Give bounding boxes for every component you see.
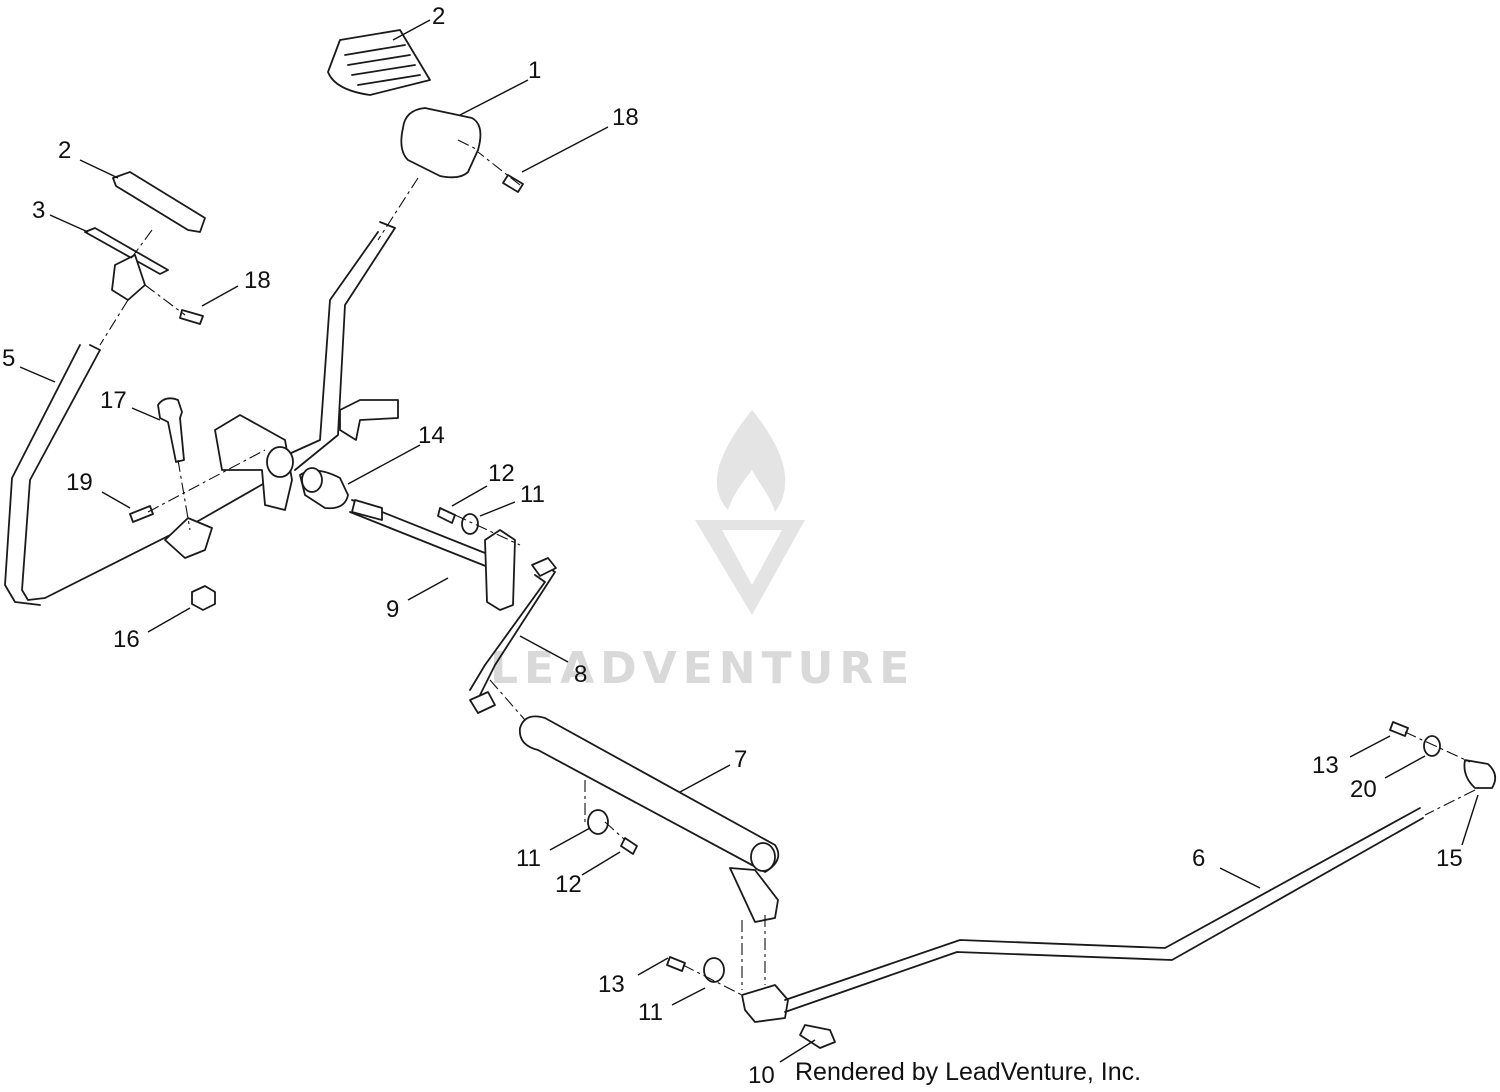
watermark-flame-icon <box>716 410 786 512</box>
part-9-arm-plate[interactable] <box>484 529 516 611</box>
part-7-cross-tube[interactable] <box>518 715 780 873</box>
part-13-clip-lower[interactable] <box>666 956 686 972</box>
callout-13-right[interactable]: 13 <box>1312 752 1339 779</box>
callout-7[interactable]: 7 <box>734 746 747 773</box>
callout-19[interactable]: 19 <box>66 469 93 496</box>
part-2-pedal-pad-top[interactable] <box>327 29 431 96</box>
part-19-pin[interactable] <box>129 505 154 523</box>
callout-9[interactable]: 9 <box>386 596 399 623</box>
part-15-knob[interactable] <box>1463 759 1497 789</box>
pivot-bore <box>266 446 294 478</box>
callout-12-lower[interactable]: 12 <box>555 871 582 898</box>
part-7-lower-arm[interactable] <box>729 867 779 923</box>
callout-11-upper[interactable]: 11 <box>520 481 545 508</box>
part-8-rod-end-bottom <box>469 691 496 714</box>
callout-6[interactable]: 6 <box>1192 845 1205 872</box>
callout-5[interactable]: 5 <box>2 345 15 372</box>
part-2-pedal-pad-left[interactable] <box>112 171 206 233</box>
render-credit: Rendered by LeadVenture, Inc. <box>795 1058 1141 1086</box>
part-16-nut[interactable] <box>191 585 216 611</box>
callout-1[interactable]: 1 <box>528 57 541 84</box>
clevis[interactable] <box>741 984 789 1023</box>
callout-14[interactable]: 14 <box>418 422 445 449</box>
part-10-pin[interactable] <box>799 1024 836 1049</box>
callout-12-upper[interactable]: 12 <box>488 460 515 487</box>
part-6-long-rod[interactable] <box>784 807 1424 1013</box>
callout-2-top[interactable]: 2 <box>432 3 445 30</box>
watermark: LEADVENTURE <box>490 410 915 694</box>
part-20-washer[interactable] <box>1423 735 1441 757</box>
part-14-bushing-end <box>301 467 323 493</box>
watermark-v-icon <box>695 520 805 615</box>
part-8-rod-end-top <box>531 557 557 577</box>
part-1-pedal-base[interactable] <box>400 107 482 179</box>
pivot-housing[interactable] <box>214 414 293 511</box>
part-11-washer-lower[interactable] <box>703 957 725 983</box>
callout-13-lower[interactable]: 13 <box>598 971 625 998</box>
lower-bracket[interactable] <box>164 517 213 559</box>
part-5-pedal-arm[interactable] <box>4 344 271 606</box>
part-9-shaft-end <box>351 499 383 521</box>
part-17-bolt[interactable] <box>157 397 185 463</box>
part-18-pin-left[interactable] <box>179 309 204 325</box>
callout-18-left[interactable]: 18 <box>244 267 271 294</box>
part-11-washer-mid[interactable] <box>587 809 609 835</box>
callout-18-top[interactable]: 18 <box>612 104 639 131</box>
mount-bracket[interactable] <box>339 399 399 441</box>
callout-17[interactable]: 17 <box>100 387 127 414</box>
leader-lines <box>19 19 1479 1063</box>
watermark-text: LEADVENTURE <box>490 643 915 694</box>
part-13-clip-right[interactable] <box>1389 721 1409 737</box>
callouts: 1 2 18 2 3 18 5 17 19 16 14 12 11 9 8 7 … <box>2 3 1463 1089</box>
callout-2-left[interactable]: 2 <box>58 137 71 164</box>
part-11-washer-upper[interactable] <box>461 513 479 535</box>
callout-3[interactable]: 3 <box>32 197 45 224</box>
callout-10[interactable]: 10 <box>748 1062 775 1089</box>
callout-20[interactable]: 20 <box>1350 776 1377 803</box>
brake-pedal-arm[interactable] <box>279 221 396 471</box>
callout-16[interactable]: 16 <box>113 626 140 653</box>
callout-15[interactable]: 15 <box>1436 845 1463 872</box>
part-7-tube-end <box>750 842 776 872</box>
part-12-clip-lower[interactable] <box>620 837 638 855</box>
part-18-pin-top[interactable] <box>502 174 524 193</box>
callout-11-mid[interactable]: 11 <box>516 845 541 872</box>
alignment-lines <box>99 139 1476 996</box>
callout-11-lower[interactable]: 11 <box>638 999 663 1026</box>
part-12-clip-upper[interactable] <box>437 507 456 524</box>
pedal-collar[interactable] <box>111 254 146 301</box>
callout-8[interactable]: 8 <box>574 661 587 688</box>
